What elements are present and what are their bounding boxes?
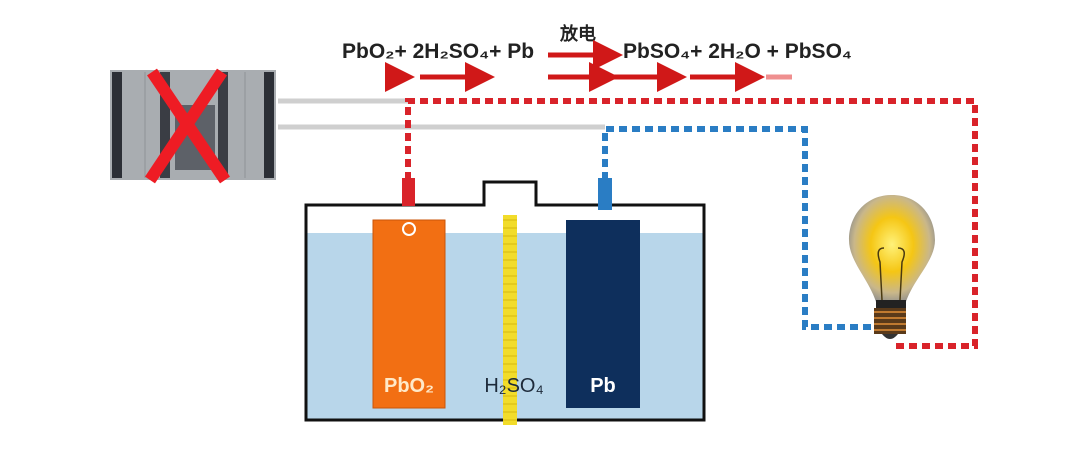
positive-terminal	[402, 178, 415, 206]
battery-cell: PbO₂ H₂SO₄ Pb	[304, 178, 706, 425]
negative-wire	[602, 126, 875, 330]
cross-icon	[145, 68, 230, 184]
equation-products: PbSO₄+ 2H₂O + PbSO₄	[623, 40, 852, 63]
equation-reactants: PbO₂+ 2H₂SO₄+ Pb	[342, 40, 534, 63]
light-bulb-icon	[849, 195, 935, 339]
charger-cabinet-disconnected	[110, 68, 276, 184]
battery-case	[304, 180, 706, 422]
negative-plate-label: Pb	[590, 375, 616, 397]
electrolyte-label: H₂SO₄	[484, 375, 543, 397]
reaction-equation: PbO₂+ 2H₂SO₄+ Pb 放电 PbSO₄+ 2H₂O + PbSO₄	[342, 23, 852, 92]
negative-terminal	[598, 178, 612, 210]
positive-plate	[372, 219, 446, 409]
positive-plate-label: PbO₂	[384, 375, 434, 397]
positive-wire	[405, 98, 978, 349]
negative-plate	[566, 220, 640, 408]
equation-condition: 放电	[559, 23, 596, 44]
